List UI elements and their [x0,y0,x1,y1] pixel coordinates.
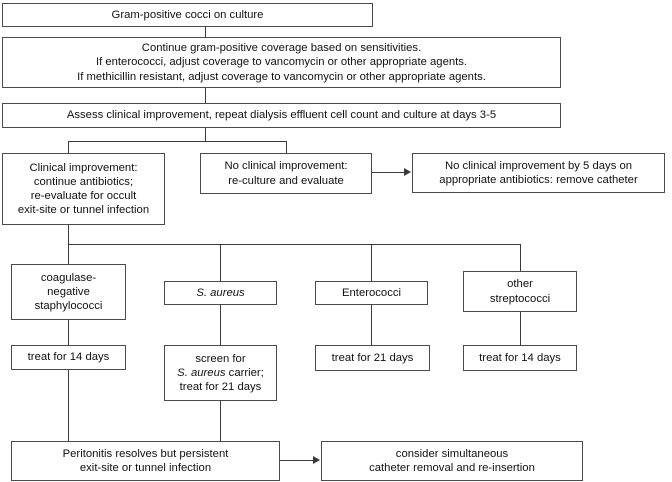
peritonitis-line-2: exit-site or tunnel infection [79,462,212,474]
connector-saureus-to-screen [220,305,221,345]
cons-line-1: coagulase- [40,271,97,284]
connector-treat-cons-to-peritonitis [68,370,69,441]
screen-line-3: treat for 21 days [179,381,262,394]
screen-line-1: screen for [195,352,246,365]
treat-cons-label: treat for 14 days [27,351,110,364]
strep-line-1: other [507,278,533,291]
coverage-line-2: If enterococci, adjust coverage to vanco… [95,56,468,69]
connector-cons-to-treat [68,320,69,345]
node-assess-label: Assess clinical improvement, repeat dial… [66,109,497,122]
coverage-line-1: Continue gram-positive coverage based on… [141,42,422,55]
connector-improve-to-organisms [68,225,69,245]
strep-line-2: streptococci [489,292,551,305]
arrowhead-to-5day-box [404,168,411,176]
consider-line-1: consider simultaneous [395,447,509,460]
connector-strep-to-treat [520,312,521,345]
node-enterococci[interactable]: Enterococci [315,281,428,305]
no-improve-line-1: No clinical improvement: [224,160,348,173]
connector-split-to-improve [68,141,69,153]
no-improve-line-2: re-culture and evaluate [228,174,344,187]
screen-line-2-italic: S. aureus [177,366,226,379]
connector-split-to-no-improve [286,141,287,153]
connector-bar-to-cons [68,244,69,264]
treat-entero-label: treat for 21 days [331,351,414,364]
coverage-line-3: If methicillin resistant, adjust coverag… [77,70,486,83]
node-continue-coverage[interactable]: Continue gram-positive coverage based on… [2,37,561,88]
connector-no-improve-to-5day [372,172,405,173]
peritonitis-line-1: Peritonitis resolves but persistent [62,447,229,460]
improve-line-4: exit-site or tunnel infection [17,204,150,217]
connector-bar-to-entero [371,244,372,281]
screen-line-2-rest: carrier; [225,366,264,379]
connector-bar-to-strep [520,244,521,271]
no-improve-5d-line-1: No clinical improvement by 5 days on [444,159,633,172]
improve-line-1: Clinical improvement: [29,161,138,174]
node-treat-21-days-enterococci[interactable]: treat for 21 days [315,345,430,371]
connector-assess-to-split [205,128,206,142]
arrowhead-to-consider-box [313,456,320,464]
node-no-improvement-5-days[interactable]: No clinical improvement by 5 days on app… [412,153,665,193]
connector-peritonitis-to-consider [280,460,314,461]
node-consider-catheter-reinsertion[interactable]: consider simultaneous catheter removal a… [321,441,583,481]
s-aureus-label: S. aureus [196,286,245,299]
improve-line-2: continue antibiotics; [33,175,134,188]
enterococci-label: Enterococci [341,286,402,299]
connector-screen-to-peritonitis [220,401,221,441]
node-s-aureus[interactable]: S. aureus [164,281,277,305]
split-bar-row4 [68,141,287,142]
node-treat-14-days-cons[interactable]: treat for 14 days [11,345,126,370]
treat-strep-label: treat for 14 days [479,351,561,364]
consider-line-2: catheter removal and re-insertion [369,462,535,474]
cons-line-2: negative [47,285,90,298]
node-other-streptococci[interactable]: other streptococci [463,271,577,312]
improve-line-3: re-evaluate for occult [30,190,137,202]
node-start-label: Gram-positive cocci on culture [111,8,264,21]
node-no-clinical-improvement[interactable]: No clinical improvement: re-culture and … [200,153,372,194]
node-screen-s-aureus-carrier[interactable]: screen for S. aureus carrier; treat for … [164,345,277,401]
node-peritonitis-resolves[interactable]: Peritonitis resolves but persistent exit… [11,441,280,481]
node-assess-improvement[interactable]: Assess clinical improvement, repeat dial… [2,103,561,128]
organism-distribution-bar [68,244,521,245]
no-improve-5d-line-2: appropriate antibiotics: remove catheter [439,174,638,186]
connector-start-to-coverage [205,26,206,37]
node-coagulase-negative-staphylococci[interactable]: coagulase- negative staphylococci [11,264,126,320]
node-clinical-improvement[interactable]: Clinical improvement: continue antibioti… [2,153,165,225]
screen-line-2: S. aureus carrier; [169,366,272,380]
connector-bar-to-saureus [220,244,221,281]
cons-line-3: staphylococci [34,300,103,313]
connector-coverage-to-assess [205,88,206,103]
node-treat-14-days-streptococci[interactable]: treat for 14 days [463,345,577,371]
node-start[interactable]: Gram-positive cocci on culture [2,3,373,27]
connector-entero-to-treat [371,305,372,345]
